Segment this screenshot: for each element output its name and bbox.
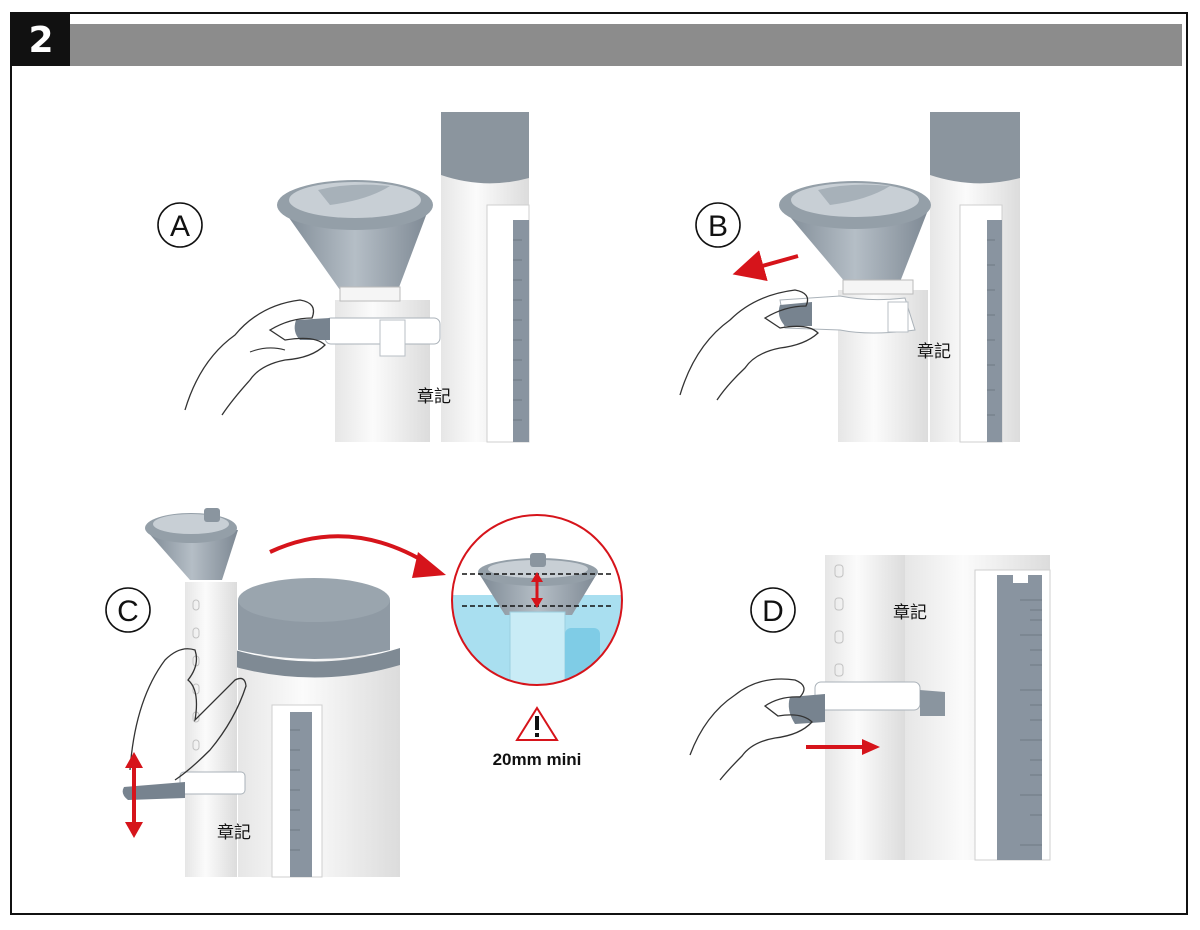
mark-label: 章記 [893, 603, 927, 622]
header-bar [70, 24, 1182, 66]
step-letter-circle [105, 587, 151, 633]
clip-ring [778, 295, 916, 334]
red-arrow-icon [269, 534, 432, 567]
step-letter-circle [695, 202, 741, 248]
step-letter-circle [157, 202, 203, 248]
hand-illustration [679, 289, 819, 401]
red-arrow-icon [732, 250, 799, 282]
funnel [145, 508, 238, 580]
rain-gauge-housing [441, 112, 530, 443]
hand-illustration [129, 648, 247, 781]
clip-ring [122, 771, 246, 800]
warning-triangle-icon [515, 706, 559, 741]
zoom-detail-circle [451, 514, 623, 686]
measuring-tube [185, 582, 237, 877]
warning-text: 20mm mini [493, 750, 582, 769]
step-letter-c: C [117, 595, 139, 628]
step-letter-d: D [762, 595, 784, 628]
rain-gauge-housing [228, 578, 400, 878]
clip-ring [788, 681, 945, 724]
funnel [277, 180, 433, 302]
hand-illustration [184, 299, 326, 416]
mark-label: 章記 [417, 387, 451, 406]
mark-label: 章記 [917, 342, 951, 361]
hand-illustration [689, 678, 813, 781]
step-number-badge: 2 [12, 14, 70, 66]
panel-c: 20mm mini C 章記 [105, 508, 623, 878]
panel-d: D 章記 [689, 555, 1051, 861]
step-letter-b: B [708, 210, 728, 243]
clip-ring [294, 317, 441, 357]
mark-label: 章記 [217, 823, 251, 842]
panel-b: B 章記 [679, 112, 1020, 443]
up-down-arrow-icon [125, 752, 143, 838]
rain-gauge-housing [930, 112, 1020, 443]
step-letter-circle [750, 587, 796, 633]
funnel [779, 181, 931, 295]
step-letter-a: A [170, 210, 190, 243]
panel-a: A 章記 [157, 112, 530, 443]
